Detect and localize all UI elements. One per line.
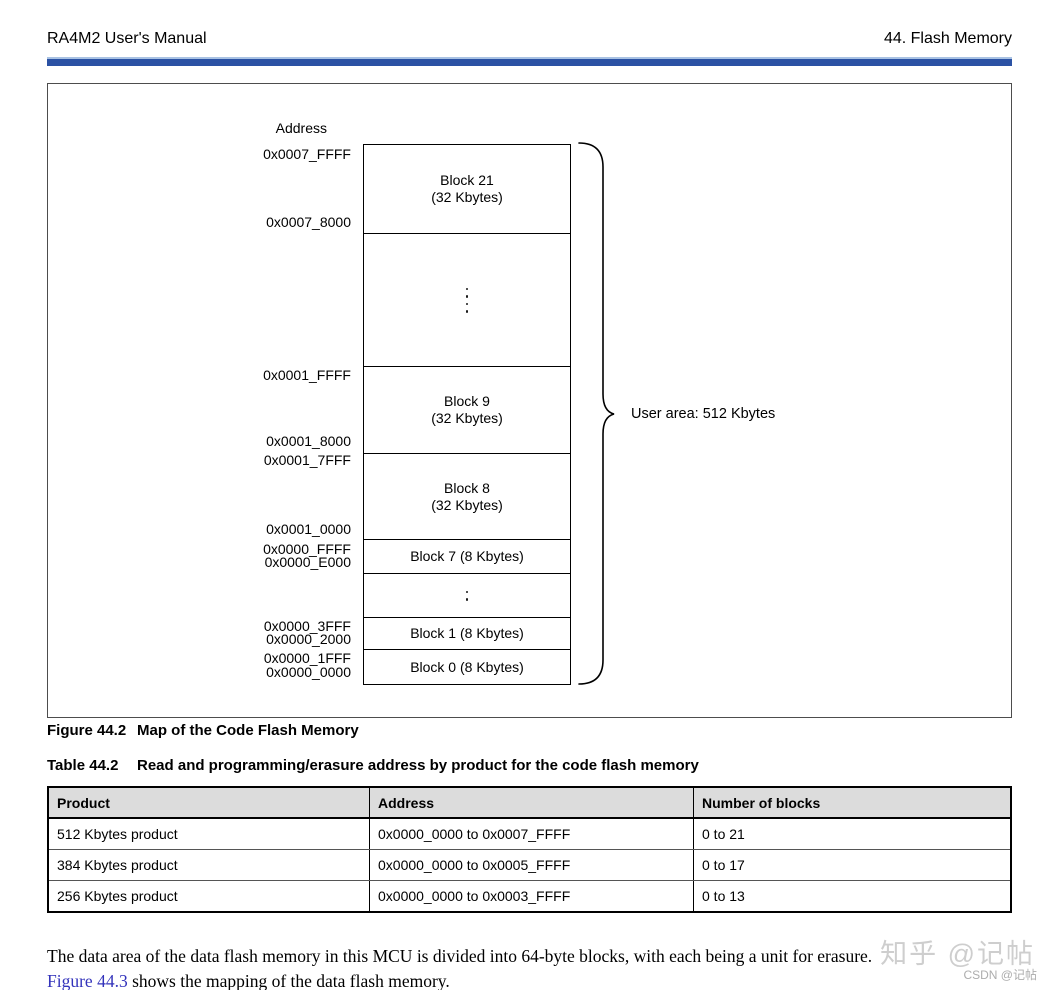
header-chapter-title: 44. Flash Memory: [883, 30, 1012, 47]
address-axis-label: Address: [275, 120, 327, 136]
ellipsis-dot: [465, 598, 469, 601]
paragraph-line-1: The data area of the data flash memory i…: [47, 945, 873, 966]
block-size-label: (32 Kbytes): [431, 496, 503, 513]
header-doc-title: RA4M2 User's Manual: [47, 30, 207, 47]
ellipsis-dot: [465, 287, 469, 290]
address-label: 0x0000_E000: [264, 554, 351, 570]
address-label: 0x0000_2000: [266, 631, 351, 647]
memory-block-row: Block 8(32 Kbytes): [364, 454, 570, 540]
vertical-ellipsis-icon: [364, 234, 570, 367]
table-title-text: Read and programming/erasure address by …: [137, 757, 699, 774]
memory-block-row: Block 21(32 Kbytes): [364, 145, 570, 234]
table-cell: 0x0000_0000 to 0x0005_FFFF: [370, 850, 694, 880]
table-cell: 0x0000_0000 to 0x0007_FFFF: [370, 819, 694, 849]
page-header: RA4M2 User's Manual 44. Flash Memory: [47, 30, 1012, 48]
address-label: 0x0000_1FFF: [263, 650, 351, 666]
column-header: Address: [370, 788, 694, 817]
vertical-ellipsis-icon: [364, 574, 570, 618]
column-header: Product: [49, 788, 370, 817]
memory-block-row: Block 7 (8 Kbytes): [364, 540, 570, 574]
address-label: 0x0000_0000: [266, 664, 351, 680]
address-label: 0x0007_8000: [266, 214, 351, 230]
address-label: 0x0000_FFFF: [263, 541, 351, 557]
block-label: Block 8: [444, 479, 490, 496]
address-label: 0x0001_8000: [266, 433, 351, 449]
table-cell: 0x0000_0000 to 0x0003_FFFF: [370, 881, 694, 911]
address-label: 0x0001_7FFF: [263, 452, 351, 468]
table-cell: 0 to 17: [702, 857, 745, 873]
block-label: Block 1 (8 Kbytes): [410, 625, 524, 641]
body-paragraph: The data area of the data flash memory i…: [47, 944, 1022, 990]
figure-caption-number: Figure 44.2: [47, 722, 127, 739]
ellipsis-dot: [465, 310, 469, 313]
figure-44-3-link[interactable]: Figure 44.3: [47, 970, 128, 990]
block-label: Block 9: [444, 393, 490, 409]
table-title-number: Table 44.2: [47, 757, 119, 774]
memory-block-column: Block 21(32 Kbytes)Block 9(32 Kbytes)Blo…: [363, 144, 571, 685]
block-label: Block 0 (8 Kbytes): [410, 658, 524, 675]
column-header: Number of blocks: [702, 794, 821, 811]
address-label: 0x0001_FFFF: [263, 367, 351, 383]
figure-frame: Address 0x0007_FFFF 0x0007_8000 0x0001_FFF…: [47, 83, 1012, 718]
table-title: Table 44.2 Read and programming/erasure …: [47, 757, 699, 774]
ellipsis-dot: [465, 302, 469, 305]
memory-block-row: Block 1 (8 Kbytes): [364, 618, 570, 650]
watermark-csdn: CSDN @记帖: [963, 968, 1037, 982]
block-size-label: (32 Kbytes): [431, 410, 503, 426]
ellipsis-dot: [465, 590, 469, 593]
memory-block-row: Block 0 (8 Kbytes): [364, 650, 570, 684]
table-cell: 256 Kbytes product: [49, 881, 370, 911]
memory-block-row: Block 9(32 Kbytes): [364, 367, 570, 454]
table-cell: 512 Kbytes product: [49, 819, 370, 849]
address-label: 0x0000_3FFF: [263, 618, 351, 634]
table-cell: 0 to 21: [702, 826, 745, 842]
table-cell: 0 to 13: [702, 888, 745, 904]
block-label: Block 21: [440, 172, 494, 188]
header-rule: [47, 57, 1012, 66]
table-cell: 384 Kbytes product: [49, 850, 370, 880]
paragraph-line-2: shows the mapping of the data flash memo…: [127, 970, 450, 990]
user-area-brace-icon: [578, 142, 615, 685]
watermark-zhihu: 知乎 @记帖: [880, 939, 1035, 969]
block-size-label: (32 Kbytes): [431, 189, 503, 205]
address-label: 0x0001_0000: [266, 521, 351, 537]
address-label: 0x0007_FFFF: [263, 146, 351, 162]
block-label: Block 7 (8 Kbytes): [410, 548, 524, 564]
ellipsis-dot: [465, 295, 469, 298]
user-area-label: User area: 512 Kbytes: [631, 406, 776, 422]
figure-caption-text: Map of the Code Flash Memory: [137, 722, 359, 739]
figure-caption: Figure 44.2 Map of the Code Flash Memory: [47, 722, 359, 739]
